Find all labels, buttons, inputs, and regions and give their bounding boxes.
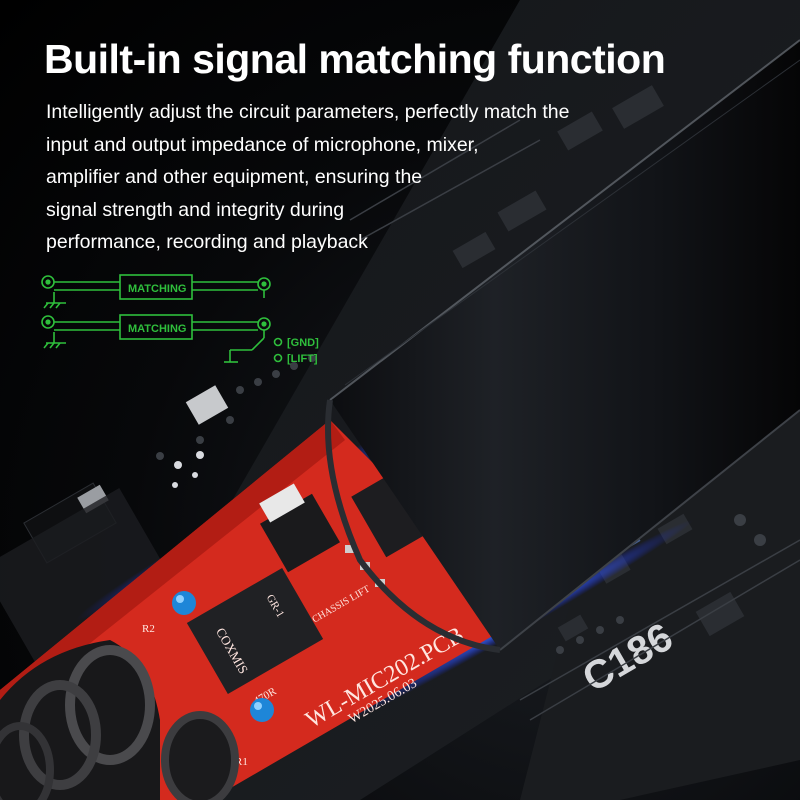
matching-block-label: MATCHING [128,283,186,295]
matching-block-label: MATCHING [128,323,186,335]
adapter-barrel [325,39,800,653]
pcb-main-chip [186,567,324,695]
description-line: signal strength and integrity during [46,198,345,221]
switch-label-lift: [LIFT] [287,353,318,365]
description: Intelligently adjust the circuit paramet… [46,96,646,259]
description-line: Intelligently adjust the circuit paramet… [46,101,570,123]
headline: Built-in signal matching function [44,36,666,82]
description-line: input and output impedance of microphone… [46,133,479,156]
resistor-r2-label: R2 [142,623,155,635]
switch-label-gnd: [GND] [287,337,319,349]
description-line: performance, recording and playback [46,231,368,254]
description-line: amplifier and other equipment, ensuring … [46,166,423,189]
audio-jack-connectors [0,640,239,800]
